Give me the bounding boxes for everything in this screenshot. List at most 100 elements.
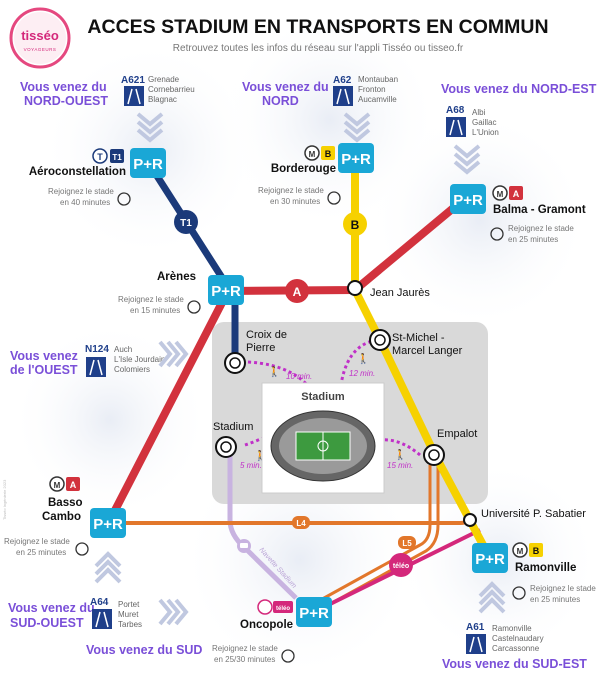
direction-ouest-2: de l'OUEST (10, 363, 78, 377)
svg-text:Tarbes: Tarbes (118, 620, 142, 629)
svg-text:T: T (97, 152, 103, 162)
svg-text:en 15 minutes: en 15 minutes (130, 306, 180, 315)
l4-line-badge (292, 516, 310, 529)
walk-time-st-michel: 12 min. (349, 369, 375, 378)
svg-text:T1: T1 (112, 153, 122, 162)
direction-ouest-1: Vous venez (10, 349, 78, 363)
chevron-down-icon (453, 144, 481, 175)
chevron-right-icon (158, 598, 189, 626)
metro-a-badge (509, 186, 523, 200)
chevron-up-icon (478, 581, 506, 614)
svg-text:L'Isle Jourdain: L'Isle Jourdain (114, 355, 165, 364)
teleo-line-badge (389, 553, 413, 577)
svg-text:Grenade: Grenade (148, 75, 180, 84)
svg-text:Muret: Muret (118, 610, 139, 619)
direction-sud: Vous venez du SUD (86, 643, 202, 657)
teleo-badge (273, 601, 293, 613)
page-title: ACCES STADIUM EN TRANSPORTS EN COMMUN (87, 16, 548, 38)
svg-text:L'Union: L'Union (472, 128, 499, 137)
teleo-line-badge-text: téléo (393, 563, 409, 570)
road-a621: A621 (121, 75, 145, 86)
logo-text: tisséo (21, 28, 59, 43)
svg-text:M: M (497, 190, 504, 199)
svg-text:M: M (309, 150, 316, 159)
stadium-graphic: Stadium (261, 382, 385, 494)
svg-text:Rejoignez le stade: Rejoignez le stade (508, 224, 574, 233)
direction-nord-1: Vous venez du (242, 80, 329, 94)
svg-text:Rejoignez le stade: Rejoignez le stade (48, 187, 114, 196)
b-line-badge-text: B (351, 218, 360, 232)
pr-basso-cambo[interactable]: P+R (90, 508, 126, 538)
logo: tisséo VOYAGEURS (9, 7, 71, 69)
chevron-down-icon (343, 112, 371, 143)
walk-time-croix: 10 min. (286, 372, 312, 381)
pr-ramonville[interactable]: P+R (472, 543, 508, 573)
highway-icon (333, 86, 353, 106)
parking-borderouge-name: Borderouge (271, 163, 336, 175)
page-subtitle: Retrouvez toutes les infos du réseau sur… (173, 43, 464, 54)
b-line-badge (343, 212, 367, 236)
svg-text:Auch: Auch (114, 345, 132, 354)
direction-nord-2: NORD (262, 94, 299, 108)
pr-aeroconstellation[interactable]: P+R (130, 148, 166, 178)
line-l5-second (311, 465, 440, 616)
stopwatch-icon (281, 649, 295, 663)
highway-icon (446, 117, 466, 137)
parking-arenes-name: Arènes (157, 271, 196, 283)
pr-oncopole[interactable]: P+R (296, 597, 332, 627)
svg-text:Rejoignez le stade: Rejoignez le stade (530, 584, 596, 593)
t1-line-badge (174, 210, 198, 234)
metro-mode-icon (512, 542, 528, 558)
walk-time-empalot: 15 min. (387, 461, 413, 470)
stopwatch-icon (327, 191, 341, 205)
direction-nord-ouest-2: NORD-OUEST (24, 94, 108, 108)
svg-text:M: M (517, 547, 524, 556)
a-line-badge (285, 279, 309, 303)
svg-text:Rejoignez le stade: Rejoignez le stade (258, 186, 324, 195)
walker-icon: 🚶 (268, 365, 280, 378)
pr-borderouge[interactable]: P+R (338, 143, 374, 173)
svg-text:Albi: Albi (472, 108, 486, 117)
a-line-badge-text: A (293, 285, 302, 299)
road-a68: A68 (446, 105, 465, 116)
l5-line-badge-text: L5 (402, 539, 412, 548)
svg-text:Blagnac: Blagnac (148, 95, 177, 104)
station-st-michel-label-2: Marcel Langer (392, 345, 463, 357)
direction-sud-est: Vous venez du SUD-EST (442, 657, 587, 671)
pr-label: P+R (341, 151, 371, 168)
metro-mode-icon (492, 185, 508, 201)
svg-text:en 30 minutes: en 30 minutes (270, 197, 320, 206)
highway-icon (86, 357, 106, 377)
svg-text:en 25 minutes: en 25 minutes (508, 235, 558, 244)
pr-label: P+R (133, 156, 163, 173)
road-a62: A62 (333, 75, 352, 86)
t1-line-badge-text: T1 (180, 218, 192, 229)
direction-sud-ouest-2: SUD-OUEST (10, 616, 84, 630)
highway-icon (92, 609, 112, 629)
road-a61: A61 (466, 622, 485, 633)
parking-aeroconstellation-name: Aéroconstellation (29, 166, 126, 178)
svg-text:A: A (70, 480, 77, 490)
metro-b-badge (529, 543, 543, 557)
metro-b-badge (321, 146, 335, 160)
metro-mode-icon (304, 145, 320, 161)
logo-sub: VOYAGEURS (24, 47, 57, 52)
t1-badge (110, 149, 124, 163)
metro-mode-icon (49, 476, 65, 492)
pr-label: P+R (211, 283, 241, 300)
svg-text:Rejoignez le stade: Rejoignez le stade (212, 644, 278, 653)
chevron-down-icon (136, 112, 164, 143)
direction-blocks: Vous venez du NORD-OUEST A621 Grenade Co… (8, 75, 597, 671)
pr-balma[interactable]: P+R (450, 184, 486, 214)
parking-balma-name: Balma - Gramont (493, 204, 586, 216)
pr-arenes[interactable]: P+R (208, 275, 244, 305)
metro-a-badge (66, 477, 80, 491)
direction-sud-ouest-1: Vous venez du (8, 601, 95, 615)
direction-nord-ouest-1: Vous venez du (20, 80, 107, 94)
svg-text:Montauban: Montauban (358, 75, 398, 84)
parking-ramonville-name: Ramonville (515, 562, 576, 574)
parking-labels: T T1 Aéroconstellation Rejoignez le stad… (4, 145, 596, 664)
stopwatch-icon (512, 586, 526, 600)
svg-text:Portet: Portet (118, 600, 140, 609)
stopwatch-icon (117, 192, 131, 206)
